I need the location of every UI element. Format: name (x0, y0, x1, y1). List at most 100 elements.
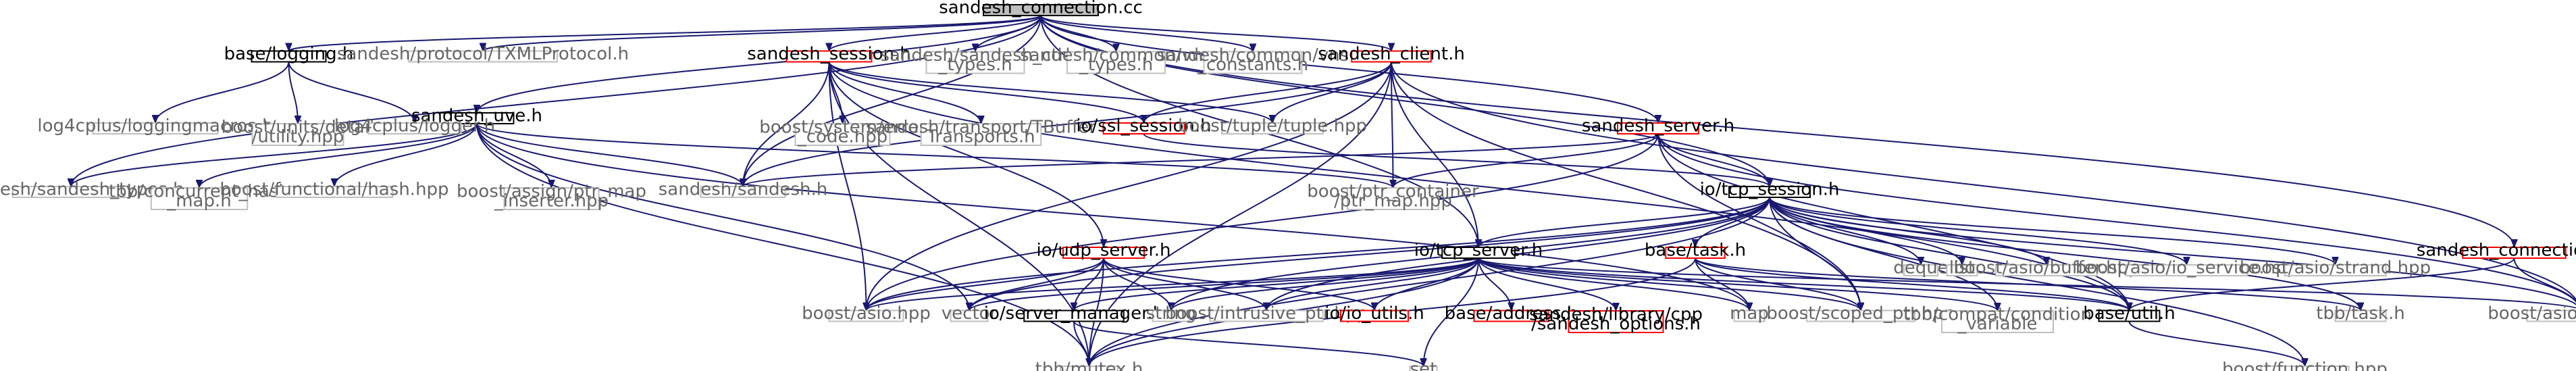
node-label: _code.hpp (797, 127, 887, 147)
node-label: base/logging.h (224, 44, 354, 64)
header-node-tbb-compat-condition-variable: tbb/compat/condition_variable (1903, 305, 2092, 335)
root-file-node: sandesh_connection.cc (939, 0, 1143, 18)
node-box (2260, 366, 2350, 371)
node-label: io/io_utils.h (1324, 303, 1424, 324)
include-edge (743, 61, 1392, 187)
node-box (1903, 264, 1938, 276)
include-edge (1040, 15, 1658, 124)
header-node-base-util-h[interactable]: base/util.h (2083, 303, 2175, 324)
header-node-deque: deque (1893, 258, 1948, 278)
include-edge (288, 61, 415, 124)
header-node-sandesh-common-vns-constants: sandesh/common/vns_constants.h (1157, 45, 1349, 75)
header-node-sandesh-library-cpp-options[interactable]: sandesh/library/cpp/sandesh_options.h (1529, 305, 1703, 335)
node-box (275, 186, 394, 198)
include-edge (1478, 257, 1998, 312)
header-node-base-address-h[interactable]: base/address.h (1445, 303, 1578, 324)
include-edge (1391, 61, 1478, 248)
header-node-log4cplus-logger: log4cplus/logger.h (334, 116, 495, 137)
include-edge (2130, 257, 2515, 311)
include-edge (1424, 257, 1479, 366)
include-edge (1769, 197, 2336, 266)
node-box (1066, 51, 1166, 74)
node-box (1221, 122, 1324, 134)
node-label: map (1730, 303, 1769, 324)
include-edge (334, 123, 478, 187)
node-label: tbb/concurrent_hash (109, 182, 290, 202)
include-edge (71, 123, 478, 187)
node-label: log4cplus/loggingmacros.h (37, 116, 273, 137)
node-label: boost/asio/ip/tcp.hpp (2488, 303, 2576, 324)
header-node-boost-asio-io-service: boost/asio/io_service.hpp (2076, 258, 2298, 278)
include-edge (1391, 61, 1393, 189)
node-box (1473, 310, 1549, 322)
header-node-boost-function: boost/function.hpp (2222, 360, 2388, 371)
node-label: /sandesh_options.h (1531, 314, 1701, 335)
include-edge (1695, 257, 1749, 311)
header-node-set: set (1409, 360, 1438, 371)
node-label: Transports.h (926, 127, 1035, 147)
header-node-io-ssl-session-h[interactable]: io/ssl_session.h (1076, 116, 1211, 137)
header-node-sandesh-client-h[interactable]: sandesh_client.h (1318, 44, 1465, 64)
node-box (150, 187, 249, 210)
include-edge (1769, 197, 2361, 311)
include-edge (2513, 257, 2576, 303)
include-edge (1657, 133, 2576, 303)
header-node-boost-assign-ptr-map-inserter: boost/assign/ptr_map_inserter.hpp (457, 182, 646, 212)
header-node-boost-tuple: boost/tuple/tuple.hpp (1178, 116, 1367, 137)
include-edge (867, 257, 1104, 311)
header-node-sandesh-connection-h[interactable]: sandesh_connection.h (2417, 241, 2576, 261)
include-edge (1695, 257, 1861, 311)
node-box (2098, 310, 2161, 322)
node-label: log4cplus/logger.h (334, 116, 495, 137)
node-label: list (1949, 258, 1975, 278)
node-label: io/tcp_server.h (1414, 241, 1543, 261)
header-node-base-logging-h[interactable]: base/logging.h (224, 44, 354, 64)
header-node-sandesh-session-h[interactable]: sandesh_session.h (747, 44, 910, 64)
node-box (1409, 366, 1438, 371)
include-edge (969, 257, 1479, 312)
node-box (503, 187, 600, 210)
include-edge (829, 15, 1041, 52)
node-box (2334, 310, 2387, 322)
node-box (1351, 50, 1432, 63)
node-box (251, 50, 327, 63)
include-edge (1073, 321, 1424, 367)
node-label: boost/tuple/tuple.hpp (1178, 116, 1367, 137)
header-node-io-tcp-session-h[interactable]: io/tcp_session.h (1700, 180, 1840, 200)
node-box (1941, 310, 2054, 333)
node-label: io/tcp_session.h (1700, 180, 1840, 200)
node-label: deque (1893, 258, 1948, 278)
node-box (2462, 247, 2567, 259)
node-box (2125, 264, 2248, 276)
node-box (1152, 310, 1191, 322)
include-edge (476, 123, 1089, 366)
node-label: _types.h (937, 55, 1012, 75)
include-edge (828, 61, 867, 311)
include-edge (1478, 257, 2130, 312)
header-node-io-tcp-server-h[interactable]: io/tcp_server.h (1414, 241, 1543, 261)
header-node-boost-asio-buffer: boost/asio/buffer.hpp (1953, 258, 2139, 278)
header-node-boost-asio-hpp: boost/asio.hpp (802, 303, 931, 324)
node-label: base/task.h (1645, 241, 1746, 261)
include-edge (1040, 15, 1391, 52)
include-edge (1144, 61, 1392, 124)
node-box (1806, 310, 1915, 322)
header-node-io-server-manager-h[interactable]: io/server_manager.h (984, 303, 1164, 324)
header-node-tbb-concurrent-hash-map: tbb/concurrent_hash_map.h (109, 182, 290, 212)
node-box (439, 112, 515, 124)
header-node-io-udp-server-h[interactable]: io/udp_server.h (1036, 241, 1170, 261)
include-edge (969, 197, 1770, 311)
include-edge (828, 61, 1273, 124)
header-node-boost-asio-ip-tcp: boost/asio/ip/tcp.hpp (2488, 303, 2576, 324)
header-node-io-io-utils-h[interactable]: io/io_utils.h (1324, 303, 1424, 324)
node-box (1441, 247, 1516, 259)
node-label: _map.h (166, 191, 232, 212)
header-node-base-task-h[interactable]: base/task.h (1645, 241, 1746, 261)
node-label: sandesh/library/cpp (1529, 305, 1703, 325)
node-label: set (1410, 360, 1437, 371)
include-edge (828, 61, 1144, 124)
include-edge (483, 15, 1041, 52)
node-label: sandesh_session.h (747, 44, 910, 64)
header-node-sandesh-server-h[interactable]: sandesh_server.h (1582, 116, 1734, 137)
